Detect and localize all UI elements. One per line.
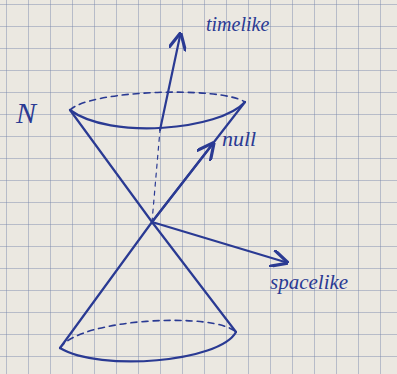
point-label: N: [16, 98, 36, 128]
vector-label: null: [222, 128, 256, 150]
vector-label: spacelike: [270, 272, 348, 293]
vector-label: timelike: [206, 14, 269, 34]
